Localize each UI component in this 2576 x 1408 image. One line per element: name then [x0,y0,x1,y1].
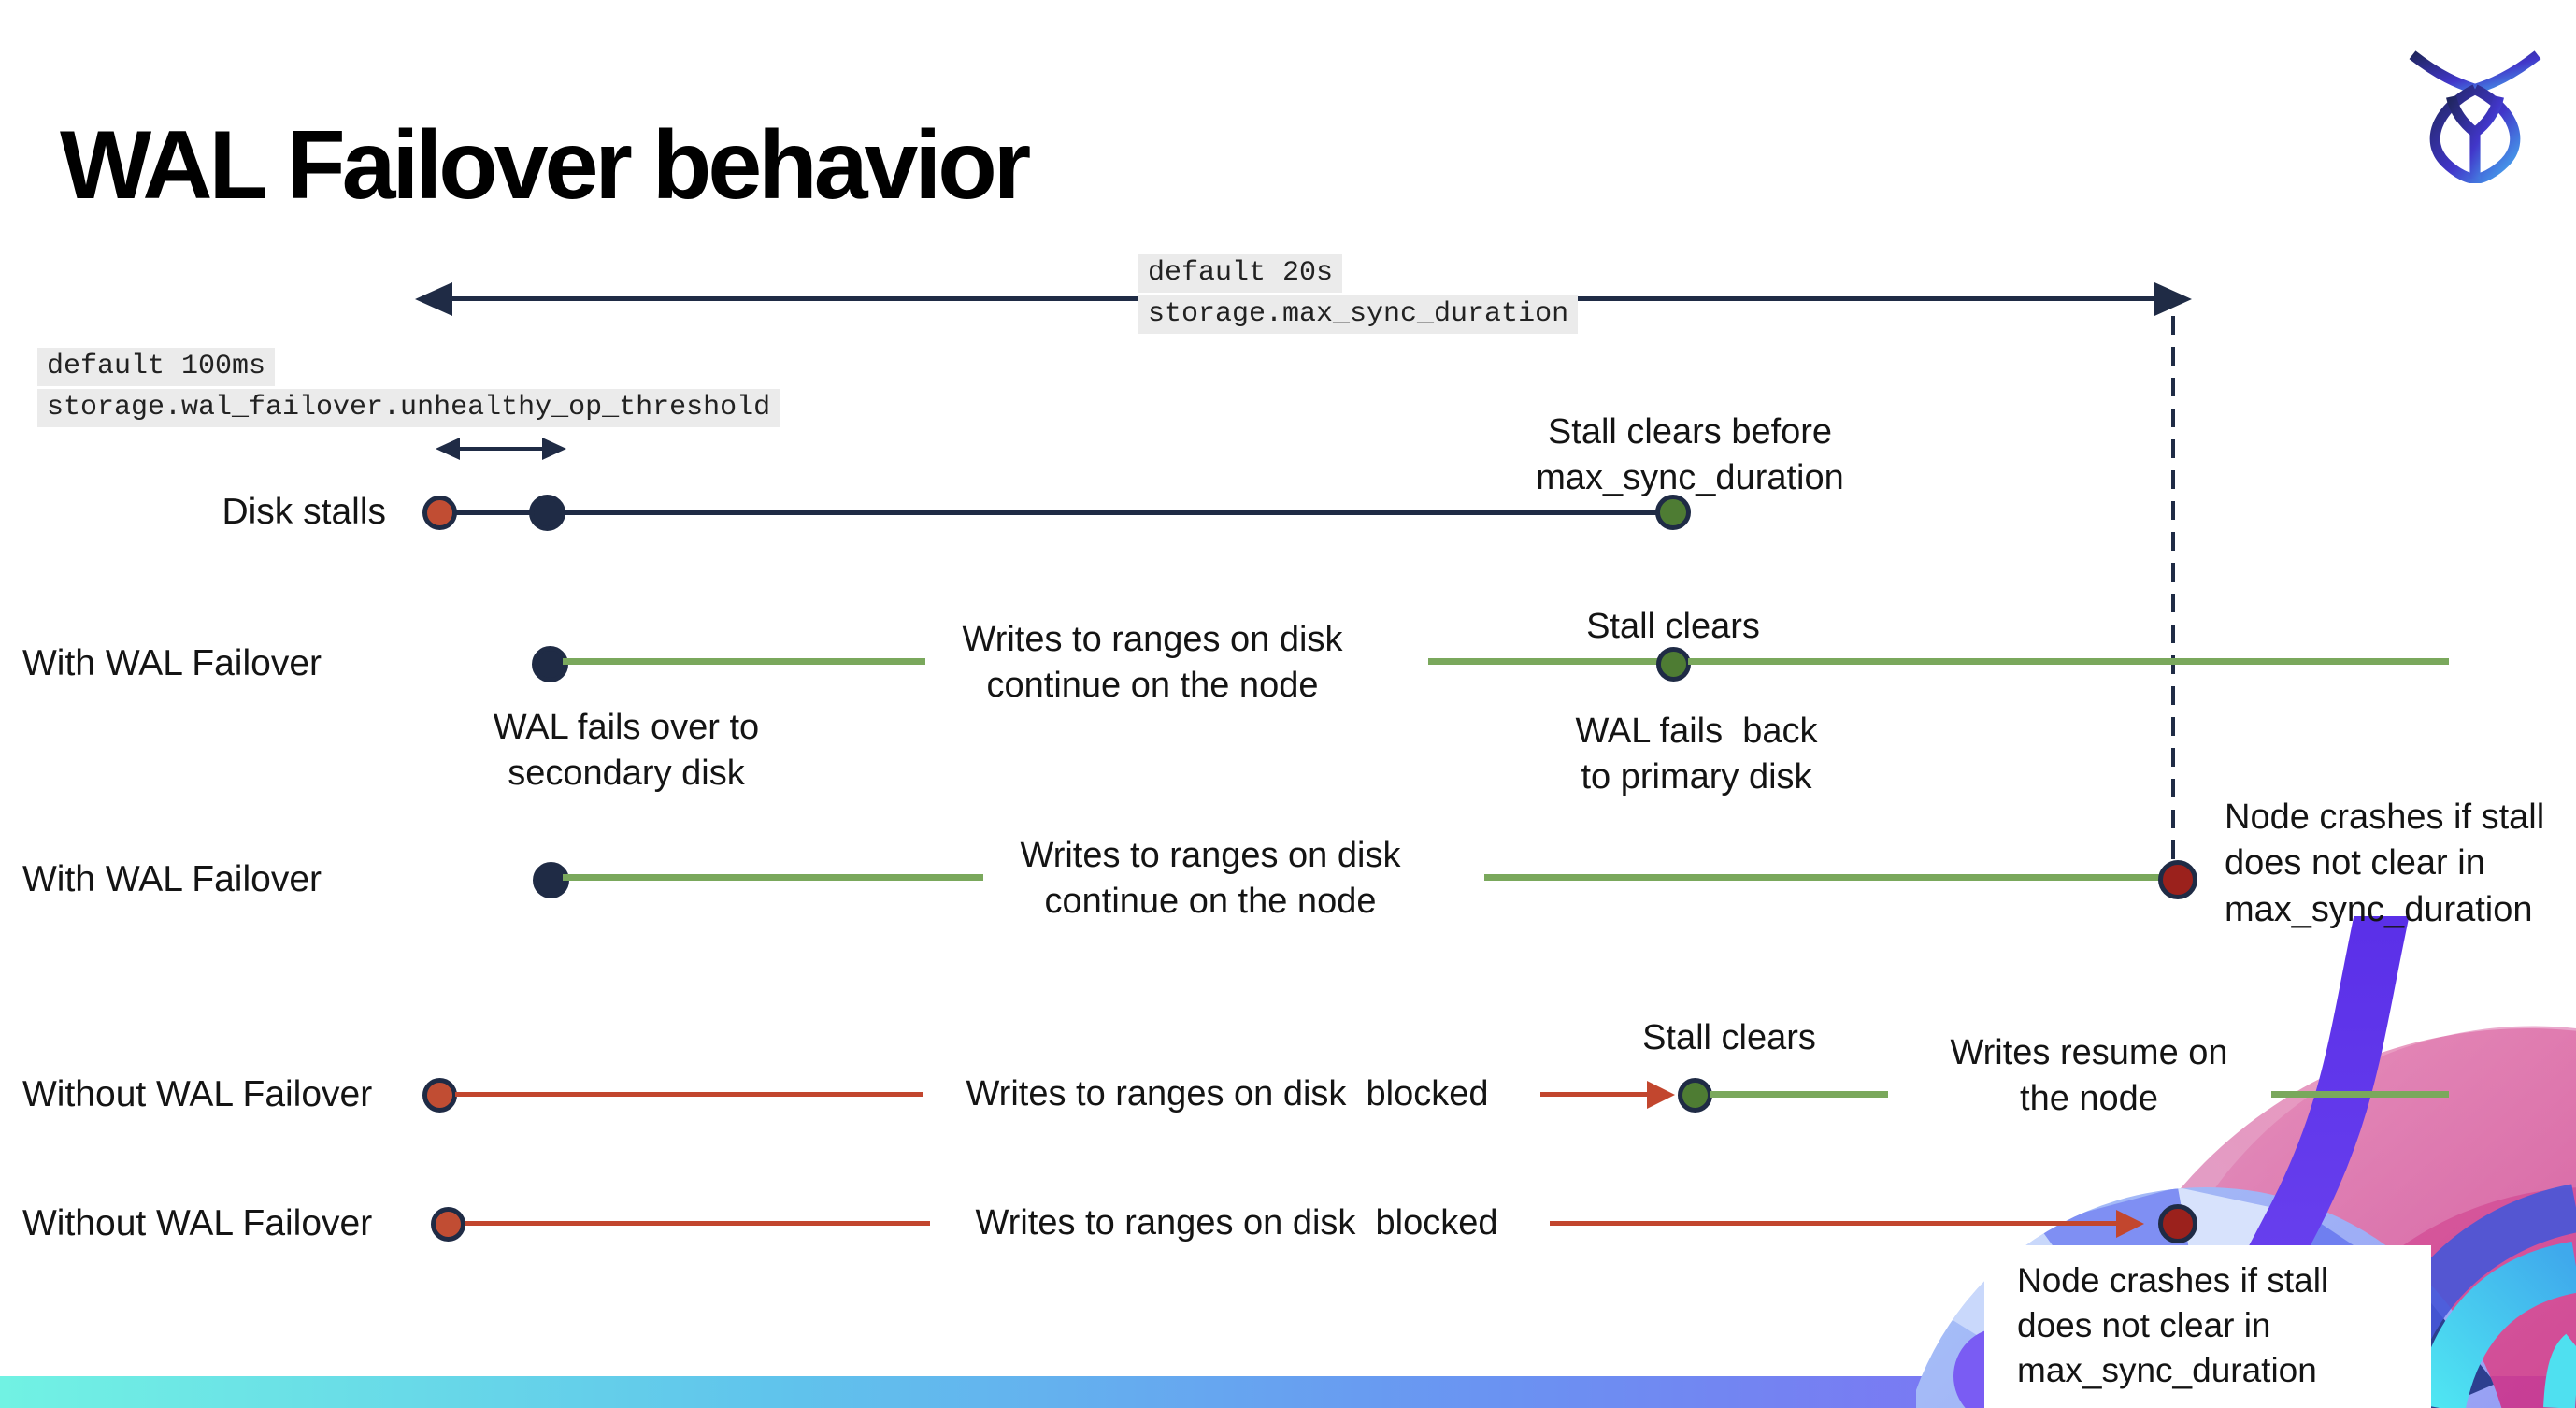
threshold-default-label: default 100ms [37,348,276,386]
row3-writes-note: Writes to ranges on disk continue on the… [1020,836,1401,922]
row5-blocked-note: Writes to ranges on disk blocked [975,1203,1498,1243]
row2-writes-note: Writes to ranges on disk continue on the… [962,620,1343,706]
row4-blocked-note: Writes to ranges on disk blocked [966,1074,1489,1113]
row-label-without-wal-failover: Without WAL Failover [22,1203,373,1243]
max-sync-setting-label: storage.max_sync_duration [1138,295,1579,334]
arrowhead-left-icon [436,438,460,460]
threshold-setting-label: storage.wal_failover.unhealthy_op_thresh… [37,389,780,427]
row-label-without-wal-failover: Without WAL Failover [22,1074,373,1114]
row1-timeline [439,510,1673,515]
arrowhead-left-icon [415,282,452,316]
row3-crash-dot [2158,860,2197,899]
row3-green-line-a [563,874,983,881]
row1-stall-clears-note: Stall clears before max_sync_duration [1536,412,1844,498]
row2-failback-note: WAL fails back to primary disk [1575,711,1818,797]
row1-stall-clear-dot [1655,495,1691,530]
row4-stall-clear-dot [1678,1078,1712,1113]
row2-green-line-b [1428,658,1658,665]
row5-red-line-b [1550,1221,2122,1226]
deadline-dashed-line [2171,316,2175,862]
row4-green-line-b [2271,1091,2449,1098]
row2-failover-note: WAL fails over to secondary disk [493,708,760,794]
row2-stall-clear-dot [1656,647,1691,682]
threshold-span-line [454,447,548,451]
row4-red-line-a [455,1092,923,1097]
cockroachdb-logo-icon [2409,50,2541,183]
row4-stall-start-dot [422,1078,457,1113]
row4-red-line-b [1540,1092,1654,1097]
row3-green-line-b [1484,874,2159,881]
arrowhead-right-icon [2154,282,2192,316]
row5-red-line-a [465,1221,930,1226]
row-label-with-wal-failover: With WAL Failover [22,859,322,899]
row5-stall-start-dot [431,1207,465,1242]
row2-green-line-a [563,658,925,665]
row5-crash-dot [2158,1204,2197,1243]
red-arrowhead-icon [2116,1210,2144,1238]
row-label-with-wal-failover: With WAL Failover [22,643,322,683]
max-sync-default-label: default 20s [1138,254,1343,293]
row3-crash-note: Node crashes if stall does not clear in … [2225,797,2545,929]
row5-crash-note: Node crashes if stall does not clear in … [2017,1261,2329,1390]
row-label-disk-stalls: Disk stalls [222,492,386,532]
crash-callout-box [1984,1245,2431,1408]
row1-stall-start-dot [422,496,457,530]
row1-threshold-dot [529,495,565,531]
arrowhead-right-icon [542,438,566,460]
row2-green-line-c [1688,658,2449,665]
row4-stall-clears-label: Stall clears [1642,1018,1816,1057]
row4-resume-note: Writes resume on the node [1950,1033,2228,1119]
row4-green-line-a [1710,1091,1888,1098]
page-title: WAL Failover behavior [60,110,1031,220]
red-arrowhead-icon [1647,1081,1675,1109]
row2-stall-clears-label: Stall clears [1586,607,1760,646]
